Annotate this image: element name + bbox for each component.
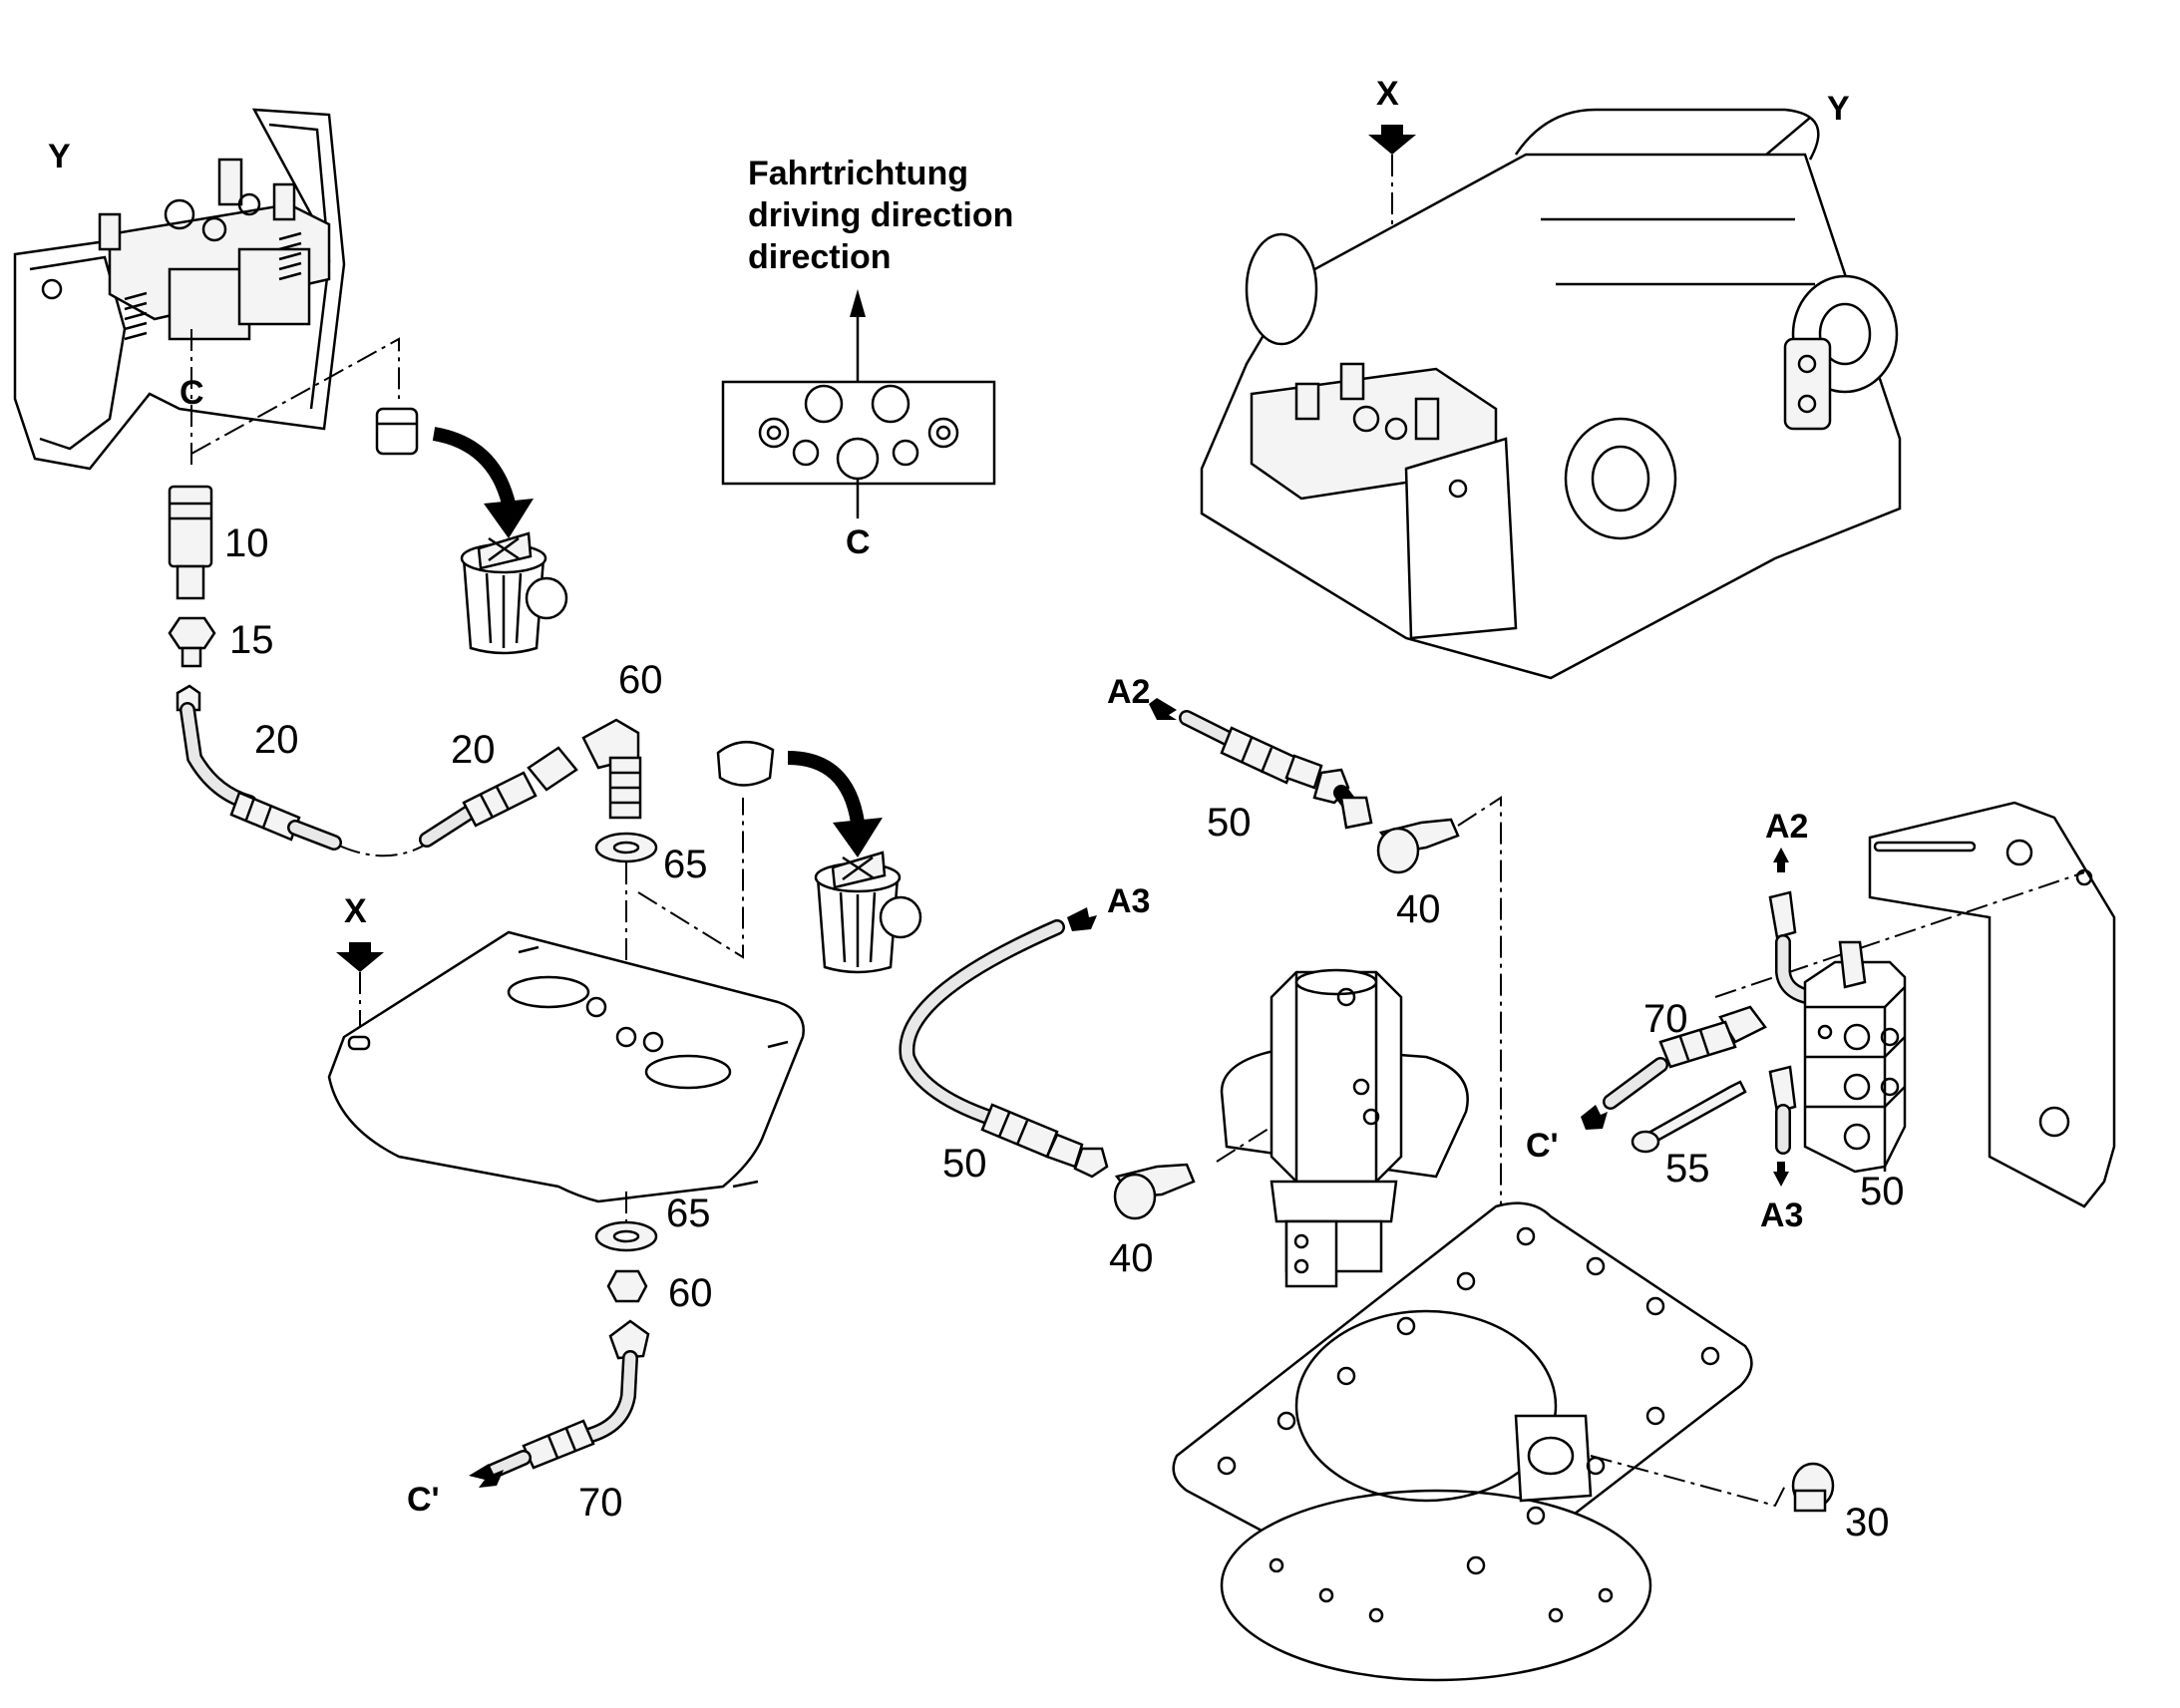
gasket-plate bbox=[327, 930, 805, 1203]
part-15-nut: 15 bbox=[168, 616, 274, 668]
part-number-15: 15 bbox=[229, 618, 274, 662]
part-number-60-bottom: 60 bbox=[668, 1271, 713, 1315]
rotary-swivel bbox=[1216, 968, 1469, 1288]
part-number-50-top: 50 bbox=[1207, 801, 1252, 845]
label-a3-right: A3 bbox=[1760, 1196, 1803, 1234]
part-40-elbow-top: 40 bbox=[1376, 818, 1460, 931]
part-55-bolt: 55 bbox=[1631, 1080, 1747, 1191]
callout-c-prime-left: C' bbox=[407, 1464, 504, 1519]
label-a2-top: A2 bbox=[1107, 673, 1150, 711]
part-number-70-right: 70 bbox=[1643, 997, 1688, 1041]
part-number-20-left: 20 bbox=[254, 718, 299, 762]
label-a3-middle: A3 bbox=[1107, 882, 1150, 920]
callout-a3-middle: A3 bbox=[1067, 882, 1150, 931]
detail-view-y: Y C bbox=[13, 108, 346, 471]
part-65-washer-top: 65 bbox=[594, 832, 708, 886]
part-number-50-right: 50 bbox=[1860, 1170, 1905, 1213]
mounting-flange bbox=[1172, 1201, 1753, 1682]
part-number-40-middle: 40 bbox=[1109, 1236, 1154, 1280]
bracket-plate bbox=[1868, 801, 2116, 1208]
part-number-40-top: 40 bbox=[1396, 887, 1441, 931]
part-number-70-bottom: 70 bbox=[578, 1481, 623, 1525]
plug-removed-2 bbox=[716, 741, 775, 787]
label-view-y-top: Y bbox=[1827, 90, 1850, 128]
view-x-marker-left: X bbox=[336, 892, 384, 972]
label-a2-right: A2 bbox=[1765, 808, 1808, 846]
trash-bin-icon bbox=[460, 531, 568, 655]
part-50-hose-middle: 50 bbox=[899, 919, 1109, 1186]
part-number-50-middle: 50 bbox=[942, 1142, 987, 1186]
trash-bin-icon-2 bbox=[814, 851, 922, 974]
flange-bolt-holes bbox=[1217, 1226, 1720, 1623]
part-65-washer-bottom: 65 bbox=[594, 1192, 711, 1252]
label-c-direction: C bbox=[846, 523, 871, 561]
label-view-x-left: X bbox=[344, 892, 367, 930]
driving-direction-diagram: Fahrtrichtung driving direction directio… bbox=[721, 155, 1013, 561]
part-number-60-top: 60 bbox=[618, 658, 663, 702]
part-60-elbow: 60 bbox=[581, 658, 663, 820]
direction-caption-line-3: direction bbox=[748, 238, 892, 276]
part-number-65-bottom: 65 bbox=[666, 1192, 711, 1235]
part-70-hose-right: 70 bbox=[1603, 997, 1767, 1110]
direction-caption-line-2: driving direction bbox=[748, 196, 1013, 234]
part-number-65-top: 65 bbox=[663, 843, 708, 886]
label-view-x-top: X bbox=[1376, 75, 1399, 113]
part-20-hose-left: 20 bbox=[176, 684, 342, 851]
part-50-hose-top: 50 bbox=[1179, 710, 1373, 845]
part-number-30: 30 bbox=[1845, 1501, 1890, 1544]
callout-a3-right: A3 bbox=[1760, 1162, 1803, 1234]
part-number-55: 55 bbox=[1665, 1147, 1710, 1191]
label-c-prime-left: C' bbox=[407, 1481, 440, 1519]
direction-caption-line-1: Fahrtrichtung bbox=[748, 155, 968, 192]
quick-coupler-assembly: X Y bbox=[1200, 75, 1902, 680]
part-70-hose-bottom: 70 bbox=[486, 1319, 650, 1525]
part-60-nut-bottom: 60 bbox=[606, 1269, 713, 1315]
label-c-prime-right: C' bbox=[1526, 1127, 1559, 1165]
direction-arrow-icon bbox=[850, 289, 866, 384]
part-50-valve-block: 50 bbox=[1803, 940, 1907, 1213]
part-10-fitting: 10 bbox=[168, 485, 269, 600]
label-view-y: Y bbox=[48, 138, 71, 175]
part-40-elbow-middle: 40 bbox=[1109, 1163, 1196, 1280]
part-number-20-right: 20 bbox=[451, 728, 496, 772]
hose-a3-right bbox=[1768, 1065, 1797, 1155]
part-number-10: 10 bbox=[224, 521, 269, 565]
plug-removed-1 bbox=[375, 407, 419, 456]
callout-c-prime-right: C' bbox=[1526, 1105, 1608, 1165]
part-30-plug: 30 bbox=[1791, 1462, 1890, 1544]
callout-a2-right: A2 bbox=[1765, 808, 1808, 872]
part-20-hose-right: 20 bbox=[419, 728, 578, 848]
discard-arrow-icon-2 bbox=[787, 751, 865, 825]
callout-a2-top: A2 bbox=[1107, 673, 1177, 720]
discard-arrow-icon bbox=[432, 427, 516, 506]
